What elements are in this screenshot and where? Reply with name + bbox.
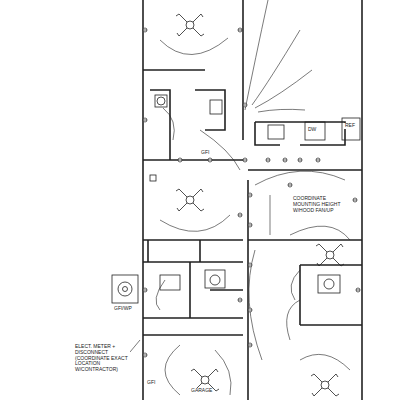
note: ELECT. METER + DISCONNECT (COORDINATE EX… [74,344,130,373]
label: DW [307,127,317,133]
label: GFI [200,150,210,156]
label: GARAGE [190,388,213,394]
label: GFI/WP [113,306,133,312]
note: COORDINATE MOUNTING HEIGHT W/HOOD FAN/UP [292,196,352,213]
label: REF [344,123,356,129]
label: GFI [146,380,156,386]
